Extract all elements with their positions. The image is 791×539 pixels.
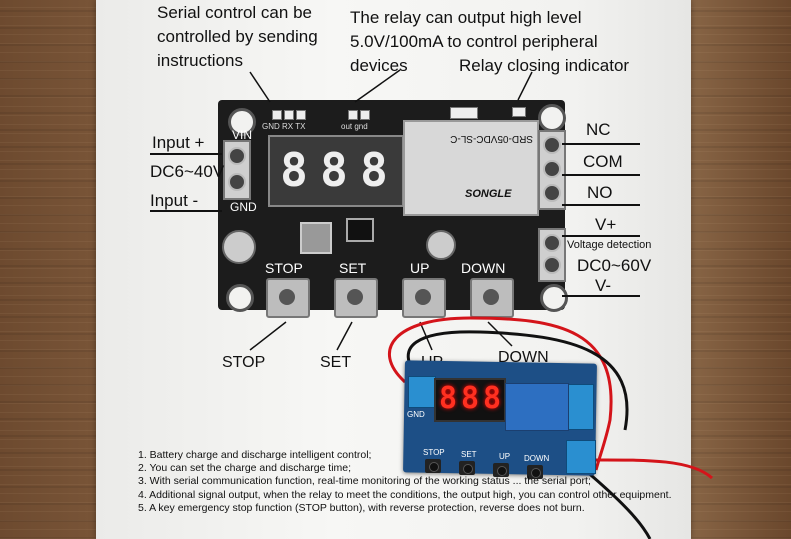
board-set-label: SET (339, 260, 367, 276)
real-up-label: UP (499, 452, 511, 461)
mount-hole (228, 108, 256, 136)
screw (228, 147, 246, 165)
black-wire (584, 468, 652, 539)
printed-resistor (450, 107, 478, 119)
arrow-serial (249, 71, 271, 103)
printed-stop-button (266, 278, 310, 318)
printed-up-button (402, 278, 446, 318)
printed-chip (346, 218, 374, 242)
com-label: COM (583, 152, 623, 171)
printed-capacitor (426, 230, 456, 260)
voltage-detection-label: Voltage detection (567, 239, 652, 251)
real-detect-terminal (566, 440, 596, 474)
red-wire (579, 458, 714, 480)
vin-label: VIN (232, 128, 253, 142)
real-led-display: 8 8 8 (434, 378, 506, 422)
pointer-line (562, 204, 640, 206)
serial-pin (296, 110, 306, 120)
serial-annotation-line1: Serial control can be (157, 3, 312, 22)
real-set-button[interactable] (459, 461, 475, 475)
real-stop-label: STOP (423, 448, 445, 457)
nc-label: NC (586, 120, 611, 139)
feature-item: 1. Battery charge and discharge intellig… (138, 449, 372, 461)
pointer-line (150, 153, 222, 155)
display-digit: 8 (280, 143, 308, 197)
screw (543, 256, 561, 274)
relay-output-annotation-line3: devices (350, 56, 408, 75)
board-down-label: DOWN (461, 260, 506, 276)
real-set-label: SET (461, 450, 477, 459)
dc-input-range-label: DC6~40V (150, 162, 225, 181)
pointer-line (562, 295, 640, 297)
no-label: NO (587, 183, 613, 202)
pointer-line (562, 143, 640, 145)
feature-item: 5. A key emergency stop function (STOP b… (138, 501, 585, 514)
relay-brand-label: SONGLE (465, 188, 512, 200)
set-caption: SET (320, 354, 352, 371)
led-digit: 8 (438, 381, 458, 416)
real-up-button[interactable] (493, 463, 509, 477)
feature-item: 4. Additional signal output, when the re… (138, 488, 672, 501)
led-digit: 8 (482, 381, 502, 416)
screw (543, 234, 561, 252)
arrow-indicator (517, 71, 533, 101)
printed-capacitor (222, 230, 256, 264)
out-pin-label: out gnd (341, 122, 368, 131)
serial-pin-label: GND RX TX (262, 122, 306, 131)
feature-item: 3. With serial communication function, r… (138, 475, 591, 488)
printed-inductor (300, 222, 332, 254)
black-wire (406, 330, 629, 431)
printed-set-button (334, 278, 378, 318)
screw (543, 184, 561, 202)
display-digit: 8 (320, 143, 348, 197)
arrow-output (354, 69, 401, 103)
real-down-label: DOWN (524, 454, 550, 463)
relay-indicator-annotation: Relay closing indicator (459, 56, 630, 75)
real-input-terminal (408, 376, 436, 408)
printed-relay: SRD-05VDC-SL-C SONGLE (403, 120, 539, 216)
serial-annotation-line3: instructions (157, 51, 243, 70)
arrow-stop (249, 321, 287, 351)
red-wire (387, 316, 613, 471)
stop-caption: STOP (222, 354, 266, 371)
relay-output-annotation-line2: 5.0V/100mA to control peripheral (350, 32, 598, 51)
gnd-label: GND (230, 200, 257, 214)
screw (543, 160, 561, 178)
arrow-set (336, 321, 353, 351)
pointer-line (562, 174, 640, 176)
v-minus-label: V- (595, 276, 612, 295)
screw (228, 173, 246, 191)
real-gnd-label: GND (407, 410, 425, 419)
printed-seven-segment-display: 8 8 8 (268, 135, 404, 207)
out-pin (360, 110, 370, 120)
feature-item: 2. You can set the charge and discharge … (138, 462, 352, 475)
relay-indicator-led (512, 107, 526, 117)
input-minus-label: Input - (150, 191, 199, 210)
led-digit: 8 (460, 381, 480, 416)
board-stop-label: STOP (265, 260, 303, 276)
real-stop-button[interactable] (425, 459, 441, 473)
display-digit: 8 (360, 143, 388, 197)
serial-annotation-line2: controlled by sending (157, 27, 318, 46)
v-plus-label: V+ (595, 215, 617, 234)
mount-hole (540, 284, 568, 312)
dc-detect-range-label: DC0~60V (577, 256, 652, 275)
pointer-line (562, 235, 640, 237)
serial-pin (272, 110, 282, 120)
mount-hole (226, 284, 254, 312)
real-relay-terminal (568, 384, 594, 430)
board-up-label: UP (410, 260, 430, 276)
serial-pin (284, 110, 294, 120)
screw (543, 136, 561, 154)
out-pin (348, 110, 358, 120)
real-relay (505, 383, 569, 431)
pointer-line (150, 210, 222, 212)
relay-output-annotation-line1: The relay can output high level (350, 8, 582, 27)
printed-down-button (470, 278, 514, 318)
input-plus-label: Input + (152, 133, 205, 152)
feature-list: 1. Battery charge and discharge intellig… (138, 449, 672, 515)
real-down-button[interactable] (527, 465, 543, 479)
